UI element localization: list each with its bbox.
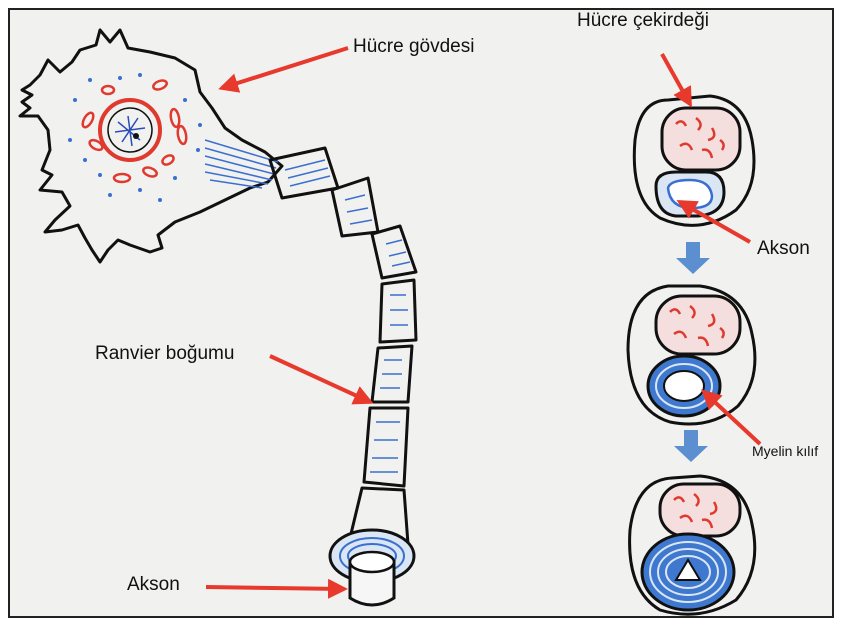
myelin-arrow	[704, 392, 760, 444]
cell-body-arrow	[222, 48, 348, 88]
ranvier-arrow	[270, 356, 370, 402]
node-of-ranvier-label: Ranvier boğumu	[95, 343, 234, 365]
axon-label-right: Akson	[757, 238, 810, 260]
myelination-stage-3	[630, 476, 755, 614]
myelinated-axon	[270, 148, 416, 544]
nucleus-label: Hücre çekirdeği	[577, 10, 709, 32]
nucleus-arrow	[662, 54, 690, 104]
axon-label-bottom: Akson	[127, 574, 180, 596]
cell-body-label: Hücre gövdesi	[353, 36, 474, 58]
axon-cross-section	[330, 530, 414, 605]
down-arrow-icon	[676, 242, 710, 274]
myelination-stage-1	[634, 96, 754, 225]
down-arrow-icon	[674, 430, 708, 462]
myelin-sheath-label: Myelin kılıf	[752, 443, 818, 459]
axon-arrow-bottom	[206, 587, 344, 589]
cell-body	[20, 30, 282, 262]
myelination-stage-2	[628, 286, 755, 424]
